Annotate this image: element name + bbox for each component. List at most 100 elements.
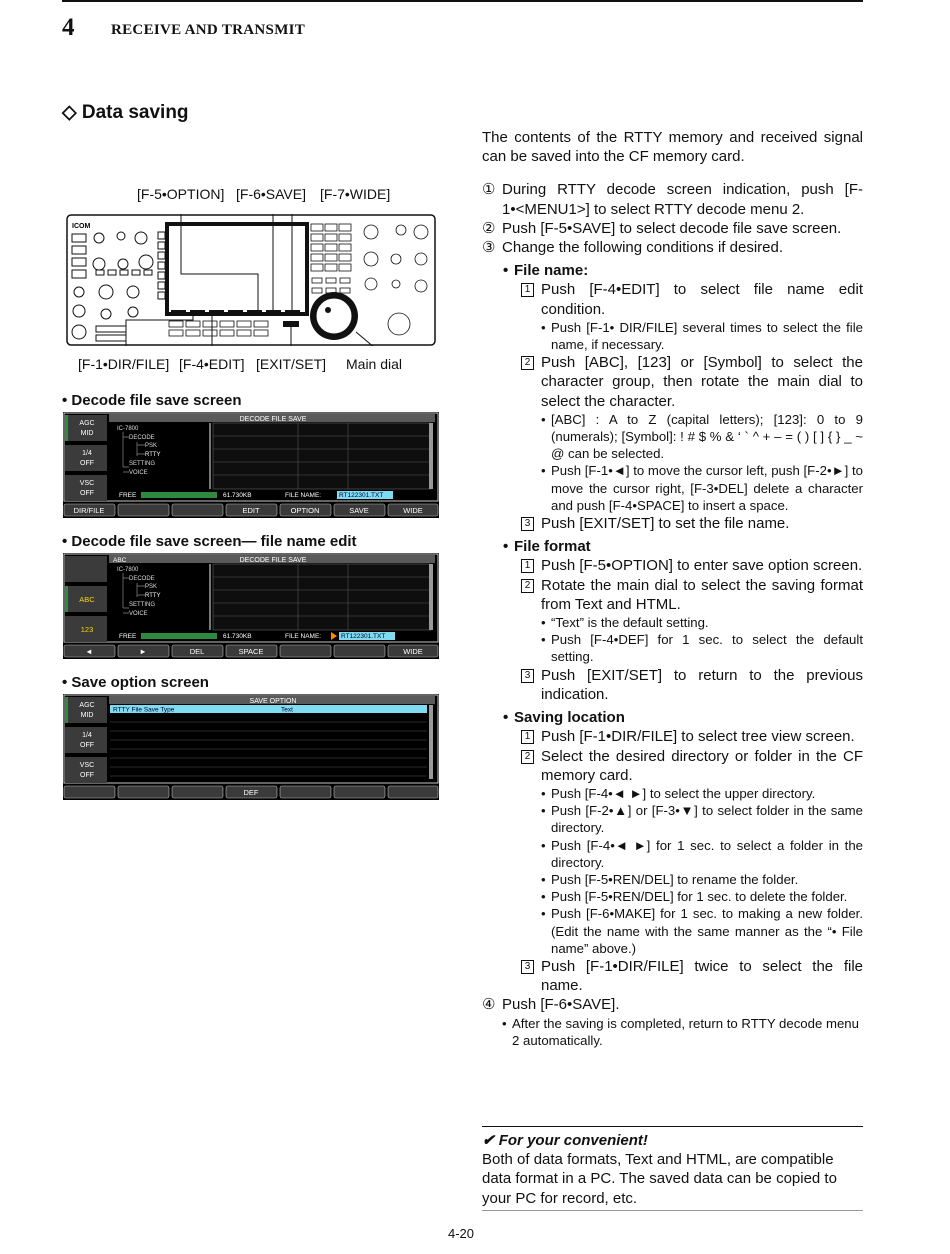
softkey-label: SAVE: [349, 506, 368, 515]
step-box: 2: [521, 356, 534, 371]
screen-title: SAVE OPTION: [250, 698, 297, 705]
file-name-edit-screen: ABC 123 ABC DECODE FILE SAVE IC-7800 DEC…: [63, 553, 439, 659]
note: Push [F-4•◄ ►] for 1 sec. to select a fo…: [541, 837, 863, 871]
tree-root: IC-7800: [117, 567, 139, 573]
free-space-bar: [141, 492, 217, 498]
vsc-button: [65, 475, 107, 501]
softkey-label: DEL: [190, 647, 205, 656]
step-text: Push [F-5•SAVE] to select decode file sa…: [502, 219, 842, 237]
note: Push [F-6•MAKE] for 1 sec. to making a n…: [541, 905, 863, 957]
tree-item-selected: RTTY: [145, 593, 161, 599]
file-name-label: FILE NAME:: [285, 492, 321, 499]
tree-item: DECODE: [129, 576, 155, 582]
softkey-f4: [225, 503, 278, 517]
step-box: 2: [521, 749, 534, 764]
file-name-value: RT122301.TXT: [339, 492, 383, 499]
side-value: OFF: [80, 772, 94, 779]
side-label: 123: [81, 625, 94, 634]
callout-f6-save: [F-6•SAVE]: [236, 186, 306, 202]
softkey-f2: [117, 785, 170, 799]
softkey-f4: [225, 785, 278, 799]
softkey-f6: [333, 644, 386, 658]
callout-f1-dirfile: [F-1•DIR/FILE]: [78, 356, 170, 372]
section-title: ◇ Data saving: [62, 102, 189, 123]
note: Push [F-1• DIR/FILE] several times to se…: [541, 319, 863, 353]
softkey-f7: [387, 503, 439, 517]
softkey-label: WIDE: [403, 647, 423, 656]
screen-title: DECODE FILE SAVE: [240, 557, 307, 564]
softkey-label: WIDE: [403, 506, 423, 515]
softkey-f3: [171, 644, 224, 658]
callout-f4-edit: [F-4•EDIT]: [179, 356, 245, 372]
softkey-f3: [171, 785, 224, 799]
tree-item: SETTING: [129, 602, 155, 608]
note: Push [F-1•◄] to move the cursor left, pu…: [541, 462, 863, 514]
heading-decode-save: • Decode file save screen: [62, 392, 242, 409]
note: Push [F-4•DEF] for 1 sec. to select the …: [541, 631, 863, 665]
tree-item: SETTING: [129, 461, 155, 467]
convenient-box: ✔ For your convenient! Both of data form…: [482, 1126, 863, 1211]
page-number: 4-20: [448, 1226, 475, 1241]
file-name-label: FILE NAME:: [285, 633, 321, 640]
tree-root: IC-7800: [117, 426, 139, 432]
tree-item-selected: RTTY: [145, 452, 161, 458]
note: “Text” is the default setting.: [541, 614, 863, 631]
softkey-f7: [387, 644, 439, 658]
tree-item: VOICE: [129, 611, 148, 617]
blank-side-button: [65, 556, 107, 582]
screen-title: DECODE FILE SAVE: [240, 416, 307, 423]
step-4: ④ Push [F-6•SAVE].: [482, 995, 863, 1014]
note: Push [F-2•▲] or [F-3•▼] to select folder…: [541, 802, 863, 836]
step-number: ④: [482, 996, 496, 1014]
softkey-f1: [63, 503, 116, 517]
step-number: ③: [482, 239, 496, 257]
save-option-screen: AGC MID 1/4 OFF VSC OFF SAVE OPTION RTTY…: [63, 694, 439, 800]
intro-text: The contents of the RTTY memory and rece…: [482, 129, 863, 166]
free-space-bar: [141, 633, 217, 639]
option-row-selected: [110, 705, 427, 713]
step-number: ①: [482, 181, 496, 199]
nb-button: [65, 727, 107, 753]
softkey-f4: [225, 644, 278, 658]
step-box: 3: [521, 668, 534, 683]
file-name-value: RT122301.TXT: [341, 633, 385, 640]
side-label: 1/4: [82, 732, 92, 739]
step-3: ③ Change the following conditions if des…: [482, 238, 863, 257]
step-box: 1: [521, 730, 534, 745]
step-box: 1: [521, 559, 534, 574]
header-rule: [62, 0, 863, 2]
softkey-label: ◄: [85, 647, 92, 656]
nb-button: [65, 445, 107, 471]
step-text: Change the following conditions if desir…: [502, 239, 784, 257]
note: Push [F-5•REN/DEL] to rename the folder.: [541, 871, 863, 888]
file-format-heading: File format: [503, 537, 863, 556]
softkey-f6: [333, 785, 386, 799]
softkey-label: DIR/FILE: [74, 506, 105, 515]
softkey-label: OPTION: [291, 506, 320, 515]
option-label: RTTY File Save Type: [113, 707, 175, 714]
step-1: ① During RTTY decode screen indication, …: [482, 180, 863, 218]
note: [ABC] : A to Z (capital letters); [123]:…: [541, 411, 863, 463]
instructions: The contents of the RTTY memory and rece…: [482, 128, 863, 1049]
side-label: AGC: [79, 702, 94, 709]
vsc-button: [65, 757, 107, 783]
callout-f5-option: [F-5•OPTION]: [137, 186, 225, 202]
num-button: [65, 616, 107, 642]
side-label: ABC: [79, 595, 95, 604]
tree-item: PSK: [145, 584, 157, 590]
free-label: FREE: [119, 492, 137, 499]
softkey-f2: [117, 503, 170, 517]
side-value: OFF: [80, 742, 94, 749]
step-text: During RTTY decode screen indication, pu…: [502, 181, 863, 218]
brand-logo: ICOM: [72, 223, 90, 230]
softkey-f6: [333, 503, 386, 517]
softkey-f2: [117, 644, 170, 658]
convenient-title: ✔ For your convenient!: [482, 1132, 648, 1149]
step-number: ②: [482, 219, 496, 237]
